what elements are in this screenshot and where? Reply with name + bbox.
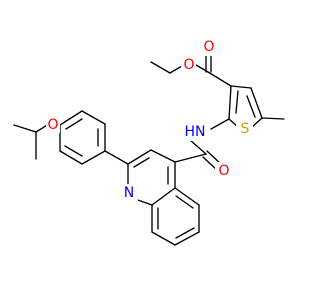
bond-thiophene-c2-c3-inner — [235, 90, 239, 114]
bond-nh-carbonyl — [189, 139, 207, 155]
bond-ethyl-ch3 — [150, 61, 171, 74]
bond-benzo-c8-c7 — [151, 231, 176, 246]
quinoline-nitrogen-label: N — [124, 185, 134, 201]
ester-alkoxy-oxygen-label: O — [183, 57, 194, 73]
bond-phenyl-4-5 — [59, 110, 83, 126]
ester-carbonyl-oxygen-label: O — [203, 39, 214, 55]
bond-benzo-c7-c6-inner — [175, 227, 195, 239]
bond-quinoline-c2-c3 — [127, 149, 152, 165]
bond-benzo-c7-c6 — [174, 231, 200, 246]
bond-isopropyl-ch-ch3-left — [13, 124, 37, 133]
bond-phenyl-4-5-inner — [65, 118, 83, 130]
bond-ethyl-ch2-o — [169, 65, 183, 74]
bond-phenyl-2-3-inner — [64, 145, 83, 157]
bond-thiophene-c2-c3 — [228, 85, 232, 120]
ether-oxygen-label: O — [47, 117, 58, 133]
molecule-diagram: O O S HN O N O — [13, 38, 285, 246]
amide-oxygen-label: O — [218, 163, 229, 179]
bond-ester-c-ring — [207, 71, 232, 87]
bond-thiophene-c4-c5 — [250, 87, 263, 119]
bond-quinoline-c8a-c4a — [151, 187, 176, 206]
bond-phenyl-2-3 — [59, 150, 83, 165]
atom-labels: O O S HN O N O — [46, 38, 253, 202]
bond-quinoline-c3-c4 — [150, 149, 176, 163]
bond-quinoline-c2-c3-inner — [133, 157, 150, 168]
amide-nh-label: HN — [185, 124, 206, 140]
bond-benzo-c5-c4a-inner — [175, 195, 194, 209]
bond-thiophene-c4-c5-inner — [246, 95, 256, 118]
thiophene-sulfur-label: S — [241, 121, 250, 137]
bond-c2-nh — [210, 118, 230, 130]
bond-thiophene-c5-s — [251, 117, 263, 128]
structure-canvas: O O S HN O N O — [13, 38, 285, 246]
bond-phenyl-1-2 — [81, 150, 106, 165]
bond-thiophene-methyl — [261, 117, 285, 120]
bond-carbonyl-quinoline-c4 — [174, 153, 207, 163]
bonds — [13, 55, 285, 246]
bond-phenyl-5-6 — [81, 110, 106, 125]
bond-quinoline-c2-phenyl — [104, 150, 129, 165]
bond-benzo-c5-c4a — [174, 187, 200, 206]
bond-thiophene-c3-c4 — [230, 85, 252, 89]
